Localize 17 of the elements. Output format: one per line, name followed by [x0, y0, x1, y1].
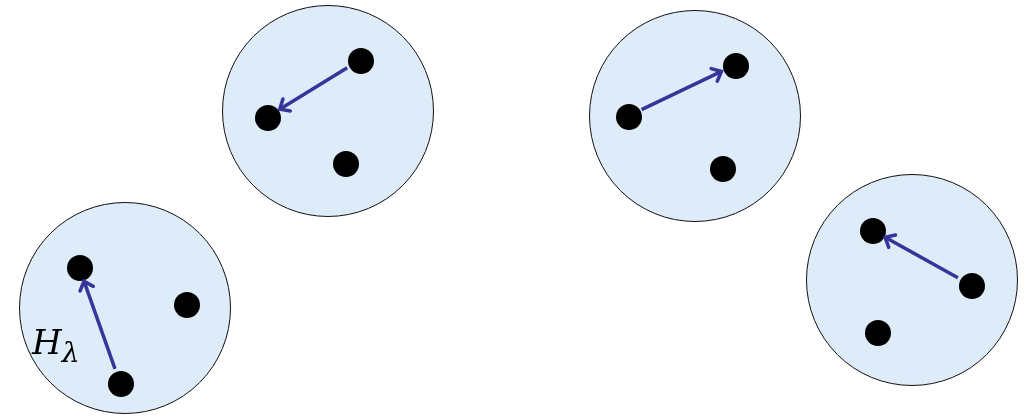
- dot: [865, 320, 891, 346]
- arrow: [278, 66, 349, 113]
- arrow: [640, 66, 724, 112]
- dot: [255, 105, 281, 131]
- dot: [174, 292, 200, 318]
- dot: [723, 53, 749, 79]
- edge-label: H$_{λ}$: [32, 325, 80, 368]
- dot: [333, 151, 359, 177]
- dot: [616, 104, 642, 130]
- dot: [108, 371, 134, 397]
- arrow: [883, 233, 959, 280]
- arrow: [78, 279, 117, 370]
- dot: [959, 273, 985, 299]
- dot: [348, 48, 374, 74]
- dot: [710, 156, 736, 182]
- dot: [860, 218, 886, 244]
- dot: [67, 255, 93, 281]
